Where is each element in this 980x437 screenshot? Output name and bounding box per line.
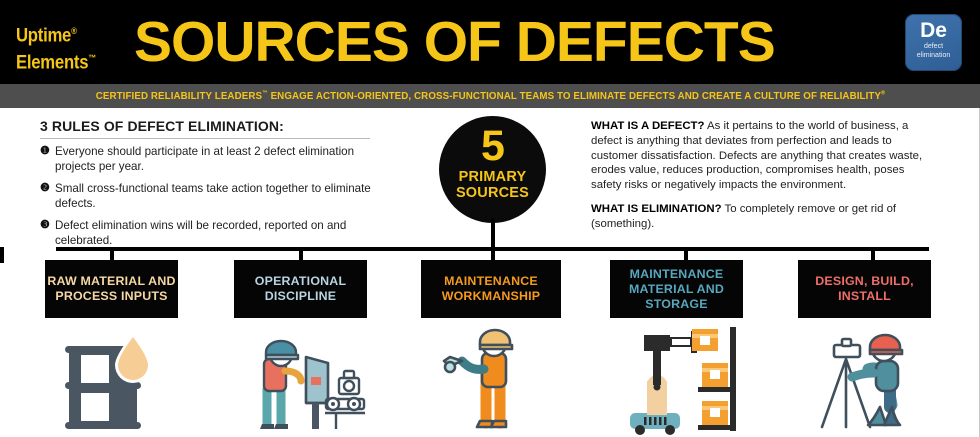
- source-label: RAW MATERIAL AND PROCESS INPUTS: [47, 274, 176, 303]
- defect-definition: WHAT IS A DEFECT? As it pertains to the …: [591, 119, 936, 193]
- rule-item: ❶ Everyone should participate in at leas…: [40, 144, 395, 174]
- rule-text: Small cross-functional teams take action…: [55, 182, 371, 210]
- technician-wrench-icon: [442, 328, 514, 429]
- definitions-panel: WHAT IS A DEFECT? As it pertains to the …: [591, 119, 936, 241]
- elimination-body: To completely remove or get rid of (some…: [591, 202, 897, 230]
- badge-letters: De: [920, 19, 947, 42]
- rule-number: ❷: [40, 182, 50, 194]
- source-box-design-build-install[interactable]: DESIGN, BUILD, INSTALL: [798, 260, 931, 318]
- circle-label-primary: PRIMARY: [458, 169, 527, 185]
- rule-item: ❸ Defect elimination wins will be record…: [40, 218, 395, 248]
- illustration-maintenance-workmanship: [432, 325, 550, 437]
- registered-mark-icon: ®: [71, 26, 77, 36]
- subtitle-bar: CERTIFIED RELIABILITY LEADERS™ ENGAGE AC…: [0, 84, 980, 108]
- rules-divider: [40, 138, 370, 139]
- elimination-heading: WHAT IS ELIMINATION?: [591, 202, 722, 215]
- primary-sources-circle: 5 PRIMARY SOURCES: [439, 116, 546, 223]
- header-bar: Uptime® Elements™ SOURCES OF DEFECTS De …: [0, 0, 980, 84]
- connector-drop: [684, 247, 688, 263]
- source-box-maintenance-material-storage[interactable]: MAINTENANCE MATERIAL AND STORAGE: [610, 260, 743, 318]
- logo-line-elements: Elements™: [16, 52, 96, 74]
- trademark-mark-icon: ™: [88, 53, 96, 64]
- registered-mark-icon: ®: [880, 90, 885, 97]
- defect-heading: WHAT IS A DEFECT?: [591, 120, 705, 132]
- oil-barrel-droplet-icon: [65, 333, 151, 429]
- connector-stem: [491, 218, 495, 249]
- connector-drop: [0, 247, 4, 263]
- elimination-definition: WHAT IS ELIMINATION? To completely remov…: [591, 202, 936, 232]
- robot-arm-warehouse-icon: [630, 327, 736, 435]
- surveyor-tripod-icon: [820, 333, 904, 429]
- defect-elimination-badge: De defect elimination: [905, 14, 962, 71]
- connector-drop: [299, 247, 303, 263]
- rule-number: ❸: [40, 219, 50, 231]
- source-box-maintenance-workmanship[interactable]: MAINTENANCE WORKMANSHIP: [421, 260, 561, 318]
- illustration-design-build-install: [808, 325, 930, 437]
- connector-drop: [110, 247, 114, 263]
- illustration-maintenance-material-storage: [620, 325, 745, 437]
- illustration-raw-material: [55, 325, 170, 437]
- connector-drop: [871, 247, 875, 263]
- circle-number: 5: [481, 122, 505, 170]
- source-box-raw-material[interactable]: RAW MATERIAL AND PROCESS INPUTS: [45, 260, 178, 318]
- connector-drop: [491, 247, 495, 263]
- source-label: DESIGN, BUILD, INSTALL: [815, 274, 914, 303]
- defect-body: As it pertains to the world of business,…: [591, 120, 923, 192]
- source-label: MAINTENANCE WORKMANSHIP: [441, 274, 541, 303]
- subtitle-text: CERTIFIED RELIABILITY LEADERS™ ENGAGE AC…: [95, 90, 885, 102]
- trademark-mark-icon: ™: [261, 90, 268, 97]
- source-label: OPERATIONAL DISCIPLINE: [254, 274, 347, 303]
- illustration-operational-discipline: [240, 325, 368, 437]
- page-title: SOURCES OF DEFECTS: [134, 10, 776, 74]
- source-box-operational-discipline[interactable]: OPERATIONAL DISCIPLINE: [234, 260, 367, 318]
- rule-text: Defect elimination wins will be recorded…: [55, 219, 347, 247]
- rules-panel: 3 RULES OF DEFECT ELIMINATION: ❶ Everyon…: [40, 118, 395, 255]
- operator-control-panel-icon: [260, 339, 366, 429]
- uptime-elements-logo: Uptime® Elements™: [16, 20, 136, 75]
- rule-text: Everyone should participate in at least …: [55, 145, 355, 173]
- circle-label-sources: SOURCES: [455, 185, 530, 201]
- rule-number: ❶: [40, 145, 50, 157]
- badge-subtitle: defect elimination: [916, 43, 951, 59]
- rules-title: 3 RULES OF DEFECT ELIMINATION:: [40, 118, 284, 134]
- logo-line-uptime: Uptime®: [16, 25, 77, 47]
- source-label: MAINTENANCE MATERIAL AND STORAGE: [628, 266, 725, 311]
- rule-item: ❷ Small cross-functional teams take acti…: [40, 181, 395, 211]
